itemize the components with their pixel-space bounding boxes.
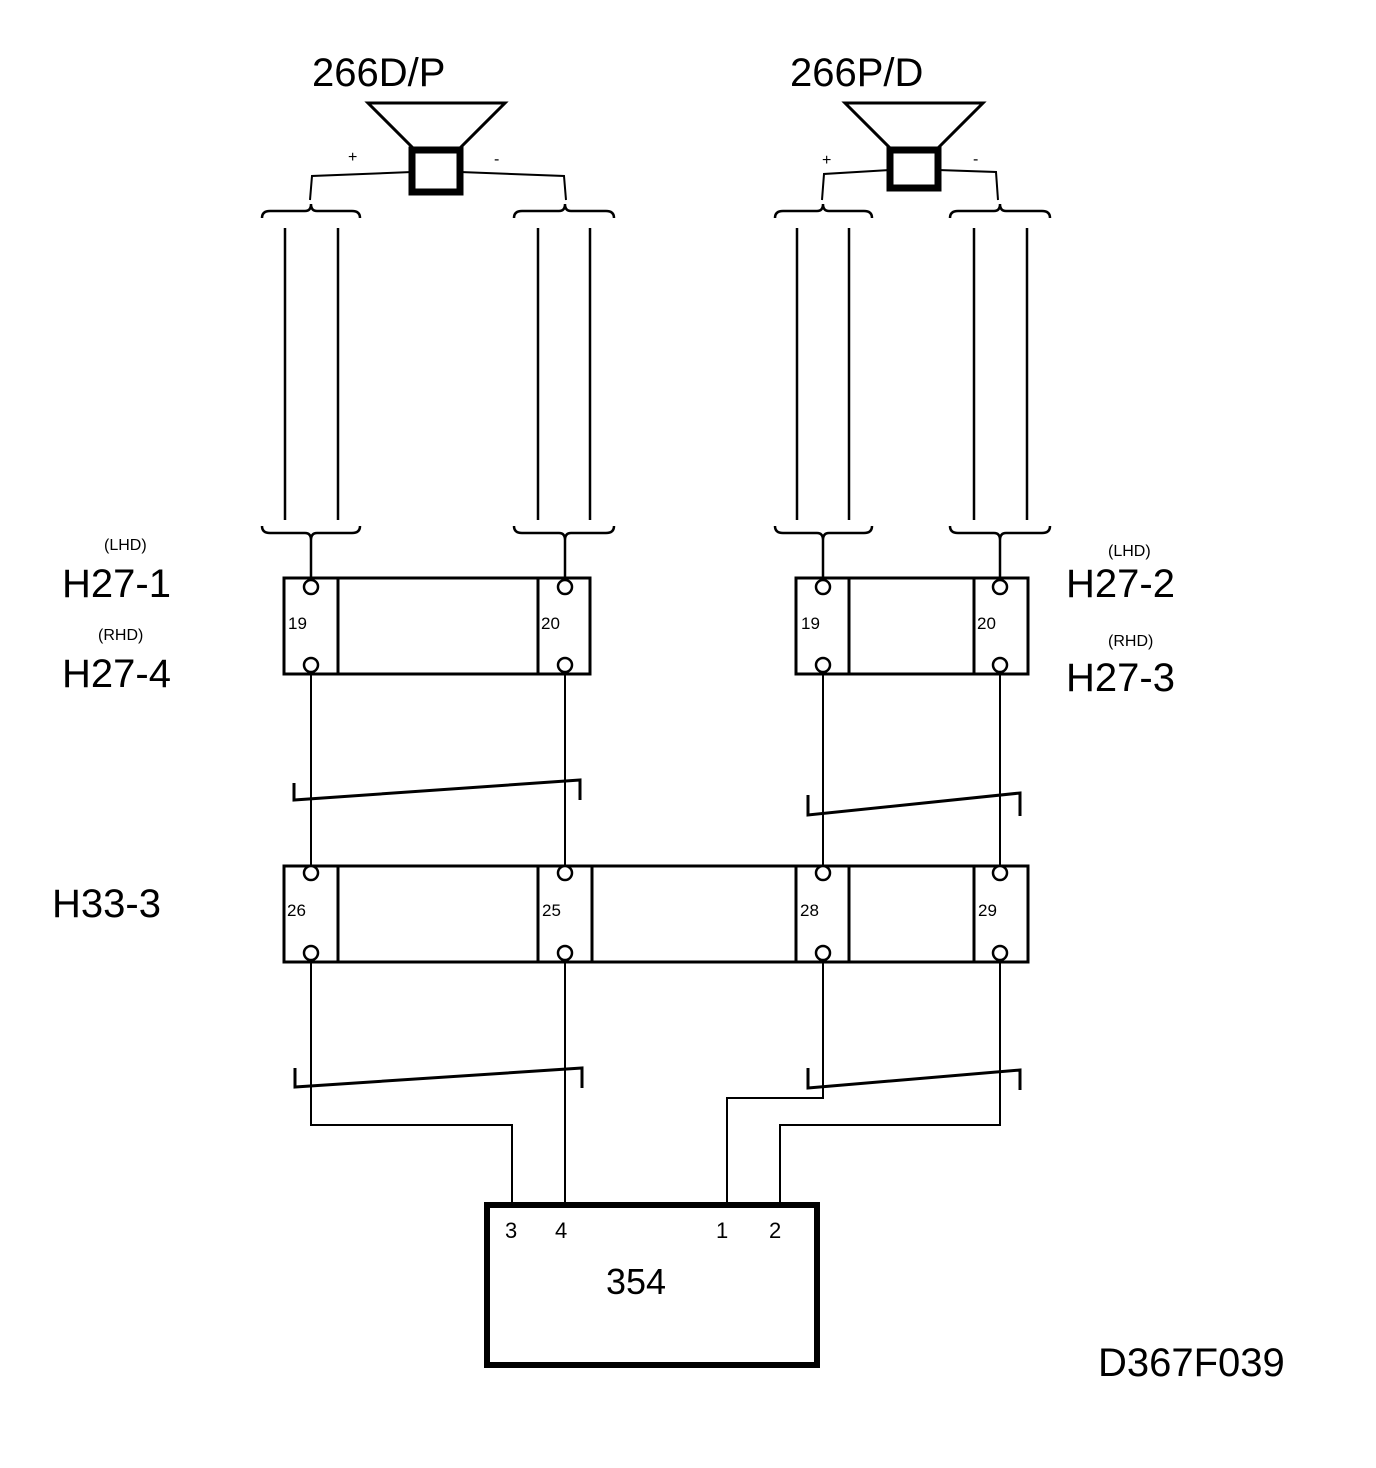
speaker-right-label: 266P/D	[790, 51, 923, 95]
h27-right-lhd-note: (LHD)	[1108, 543, 1151, 560]
h27-right-rhd-label: H27-3	[1066, 656, 1175, 700]
module-pin-4: 4	[555, 1218, 567, 1243]
bundle-right-minus-top-brace	[948, 203, 1052, 219]
h27-left-pin-20: 20	[541, 614, 560, 633]
speaker-right-plus-wire	[821, 169, 891, 201]
speaker-right-minus: -	[973, 151, 978, 168]
connector-h33-3: H33-3 26 25 28 29	[52, 864, 1030, 964]
speaker-right: 266P/D + -	[790, 51, 999, 201]
speaker-right-magnet-icon	[886, 146, 942, 192]
module-pin-3: 3	[505, 1218, 517, 1243]
bundle-left-plus-top-brace	[260, 203, 362, 219]
twisted-pair-marker	[806, 791, 1022, 817]
h27-right-pin-19: 19	[801, 614, 820, 633]
h33-pin-25: 25	[542, 901, 561, 920]
twisted-pair-marker	[292, 778, 582, 802]
h27-left-rhd-label: H27-4	[62, 652, 171, 696]
speaker-left-cone-icon	[364, 101, 509, 152]
h33-housing	[282, 864, 1030, 964]
h27-right-rhd-note: (RHD)	[1108, 633, 1153, 650]
h33-pin-28: 28	[800, 901, 819, 920]
bundle-right-plus-bottom-brace	[773, 525, 874, 541]
speaker-left-minus-wire	[459, 171, 567, 201]
module-354-box	[484, 1202, 820, 1368]
bundle-left-plus-bottom-brace	[260, 525, 362, 541]
h33-pin-26: 26	[287, 901, 306, 920]
bundle-left-minus-bottom-brace	[512, 525, 616, 541]
bundle-right-plus-top-brace	[773, 203, 874, 219]
wires-h27-to-h33	[292, 672, 1022, 866]
figure-code: D367F039	[1098, 1341, 1285, 1385]
module-354: 3 4 1 2 354	[484, 1202, 820, 1368]
wires-h33-to-module	[293, 960, 1022, 1205]
h33-label: H33-3	[52, 882, 161, 926]
module-label: 354	[606, 1261, 666, 1302]
cable-bundles	[260, 203, 1052, 580]
speaker-left: 266D/P + -	[309, 51, 567, 201]
speaker-left-minus: -	[494, 151, 499, 168]
h27-left-pin-19: 19	[288, 614, 307, 633]
speaker-left-magnet-icon	[408, 146, 464, 196]
twisted-pair-marker	[806, 1068, 1022, 1090]
h33-pin-29: 29	[978, 901, 997, 920]
bundle-right-minus-bottom-brace	[948, 525, 1052, 541]
connector-h27-left: (LHD) H27-1 (RHD) H27-4 19 20	[62, 537, 592, 696]
module-pin-2: 2	[769, 1218, 781, 1243]
bundle-left-minus-top-brace	[512, 203, 616, 219]
twisted-pair-marker	[293, 1066, 584, 1089]
connector-h27-right: (LHD) H27-2 (RHD) H27-3 19 20	[794, 543, 1175, 700]
speaker-left-label: 266D/P	[312, 51, 445, 95]
h27-right-housing	[794, 576, 1030, 676]
speaker-right-minus-wire	[937, 169, 999, 201]
h27-left-lhd-note: (LHD)	[104, 537, 147, 554]
h27-right-lhd-label: H27-2	[1066, 562, 1175, 606]
module-pin-1: 1	[716, 1218, 728, 1243]
h27-right-pin-20: 20	[977, 614, 996, 633]
h27-left-rhd-note: (RHD)	[98, 627, 143, 644]
speaker-right-cone-icon	[841, 101, 987, 152]
speaker-left-plus: +	[348, 149, 357, 166]
h27-left-lhd-label: H27-1	[62, 562, 171, 606]
speaker-left-plus-wire	[309, 171, 413, 201]
speaker-right-plus: +	[822, 152, 831, 169]
